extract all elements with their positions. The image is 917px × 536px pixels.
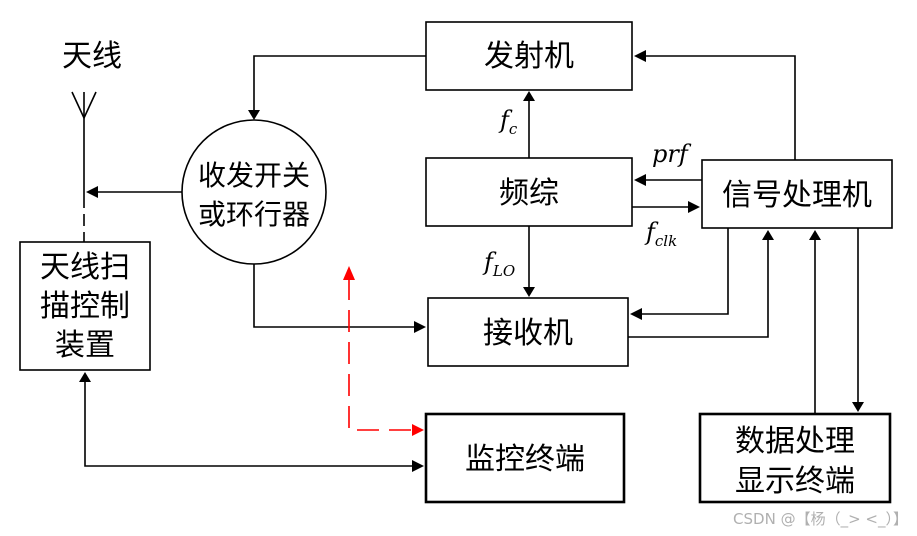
signal-fclk-label: fclk <box>644 218 677 250</box>
antenna-control-label-line2: 描控制 <box>40 289 130 324</box>
antenna-icon <box>71 91 97 242</box>
link-processor-to-synthesizer-prf <box>634 174 702 186</box>
data-display-block: 数据处理 显示终端 <box>698 412 892 504</box>
synthesizer-label: 频综 <box>499 176 559 211</box>
link-duplexer-to-antenna <box>86 186 182 198</box>
link-antenna-control-monitor <box>79 372 424 472</box>
data-display-label-line2: 显示终端 <box>735 464 855 499</box>
duplexer-block: 收发开关 或环行器 <box>181 119 327 265</box>
signal-processor-block: 信号处理机 <box>701 159 893 229</box>
monitor-terminal-label: 监控终端 <box>465 442 585 477</box>
link-synthesizer-to-transmitter <box>523 91 535 158</box>
link-red-dashed-monitor <box>343 266 424 436</box>
transmitter-block: 发射机 <box>425 21 633 91</box>
signal-prf-label: prf <box>652 140 692 168</box>
synthesizer-block: 频综 <box>425 157 633 227</box>
transmitter-label: 发射机 <box>484 39 574 74</box>
link-transmitter-to-duplexer <box>248 55 426 120</box>
antenna-label: 天线 <box>62 39 122 74</box>
duplexer-label-line1: 收发开关 <box>198 159 310 192</box>
link-processor-to-display <box>852 228 864 412</box>
duplexer-label-line2: 或环行器 <box>198 198 310 231</box>
watermark-text: CSDN @【杨（_> <_）】 <box>733 510 908 529</box>
antenna-control-block: 天线扫 描控制 装置 <box>19 241 151 371</box>
signal-flo-label: fLO <box>482 248 515 280</box>
data-display-label-line1: 数据处理 <box>735 424 855 459</box>
link-synthesizer-to-processor-fclk <box>632 201 700 213</box>
receiver-label: 接收机 <box>483 316 573 351</box>
link-receiver-to-processor <box>628 230 774 338</box>
link-duplexer-to-receiver <box>253 264 426 333</box>
link-display-to-processor <box>809 230 821 414</box>
antenna-control-label-line1: 天线扫 <box>40 250 130 285</box>
receiver-block: 接收机 <box>427 297 629 367</box>
signal-processor-label: 信号处理机 <box>722 178 872 213</box>
signal-fc-label: fc <box>498 106 518 138</box>
link-synthesizer-to-receiver <box>523 226 535 297</box>
link-processor-to-receiver <box>630 228 729 320</box>
link-processor-to-transmitter <box>634 50 796 160</box>
monitor-terminal-block: 监控终端 <box>424 412 626 504</box>
antenna-control-label-line3: 装置 <box>55 328 115 363</box>
